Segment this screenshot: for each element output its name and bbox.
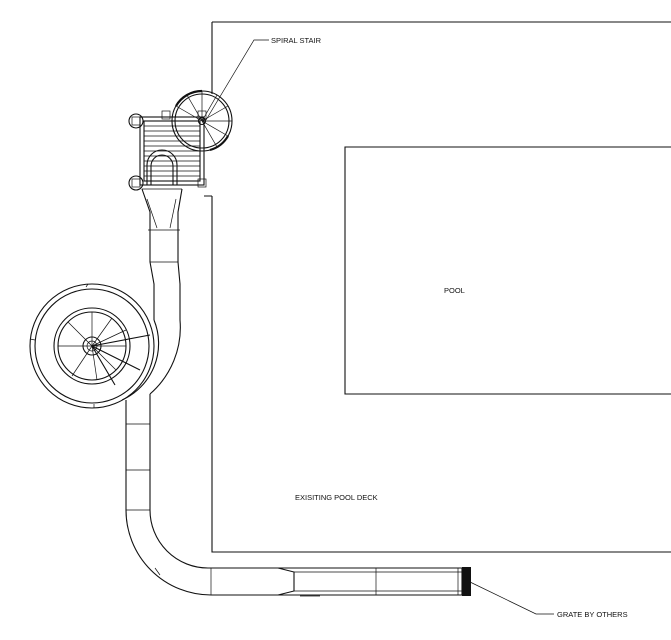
slide-flume (29, 188, 463, 597)
slide-platform (128, 110, 207, 191)
spiral-stair-leader (205, 39, 269, 121)
grate (462, 567, 471, 596)
pool-outline (344, 146, 671, 395)
pool-deck-outline (204, 21, 671, 553)
pool-label: POOL (444, 286, 465, 295)
pool-deck-label: EXISITING POOL DECK (295, 493, 378, 502)
spiral-stair-label: SPIRAL STAIR (271, 36, 322, 45)
grate-leader (469, 581, 554, 615)
grate-label: GRATE BY OTHERS (557, 610, 628, 619)
